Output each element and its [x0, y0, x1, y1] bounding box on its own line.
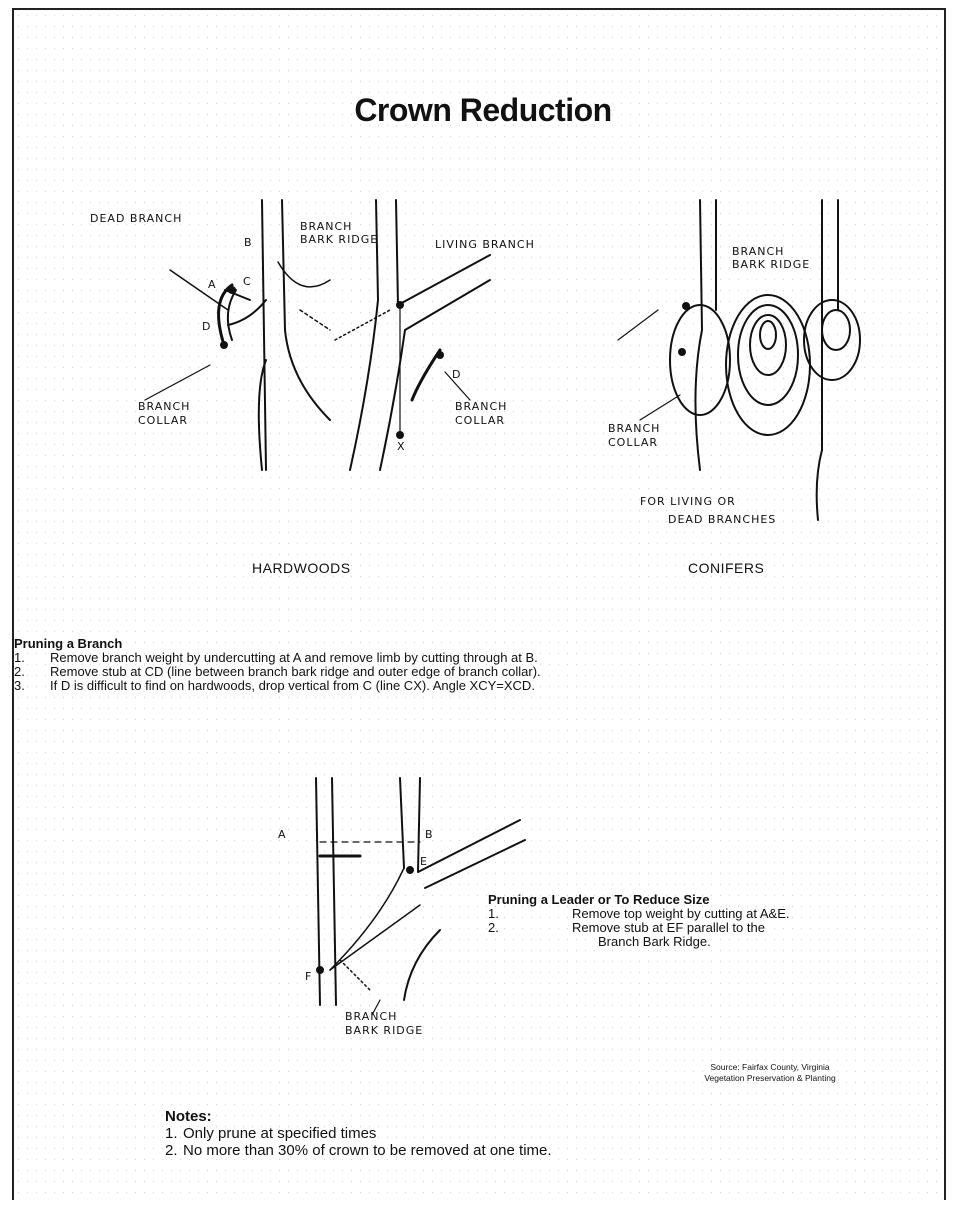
for-living-label: FOR LIVING OR: [640, 495, 736, 508]
list-item: 1.Remove branch weight by undercutting a…: [14, 651, 944, 665]
list-item: 1.Remove top weight by cutting at A&E.: [488, 907, 948, 921]
pruning-branch-section: Pruning a Branch 1.Remove branch weight …: [14, 637, 944, 693]
living-branch-label: LIVING BRANCH: [435, 238, 535, 251]
conifer-branch-bark-ridge-label: BRANCH BARK RIDGE: [732, 245, 812, 271]
branch-collar-label: BRANCH COLLAR: [138, 400, 218, 428]
list-item: 1.Only prune at specified times: [165, 1125, 805, 1142]
point-c: C: [243, 275, 252, 288]
leader-point-e: E: [420, 855, 428, 868]
point-d-living: D: [452, 368, 461, 381]
point-a: A: [208, 278, 217, 291]
point-x: X: [397, 440, 406, 453]
source-credit: Source: Fairfax County, Virginia Vegetat…: [670, 1062, 870, 1084]
pruning-branch-heading: Pruning a Branch: [14, 636, 122, 651]
dead-branch-label: DEAD BRANCH: [90, 212, 182, 225]
list-item: 3.If D is difficult to find on hardwoods…: [14, 679, 944, 693]
leader-branch-bark-ridge-label: BRANCH BARK RIDGE: [345, 1010, 435, 1038]
leader-point-b: B: [425, 828, 434, 841]
dead-branches-label: DEAD BRANCHES: [668, 513, 776, 526]
notes-heading: Notes:: [165, 1108, 212, 1125]
list-item: 2.Remove stub at EF parallel to the: [488, 921, 948, 935]
conifer-branch-collar-label: BRANCH COLLAR: [608, 422, 688, 450]
list-item: 2.No more than 30% of crown to be remove…: [165, 1142, 805, 1159]
branch-bark-ridge-label: BRANCH BARK RIDGE: [300, 220, 380, 246]
pruning-leader-section: Pruning a Leader or To Reduce Size 1.Rem…: [488, 893, 948, 949]
pruning-leader-cont: Branch Bark Ridge.: [488, 935, 948, 949]
leader-point-a: A: [278, 828, 287, 841]
branch-collar-label-2: BRANCH COLLAR: [455, 400, 535, 428]
point-d: D: [202, 320, 211, 333]
leader-point-f: F: [305, 970, 312, 983]
notes-section: Notes: 1.Only prune at specified times 2…: [165, 1108, 805, 1159]
list-item: 2.Remove stub at CD (line between branch…: [14, 665, 944, 679]
point-b: B: [244, 236, 253, 249]
hardwoods-caption: HARDWOODS: [252, 560, 351, 576]
pruning-leader-heading: Pruning a Leader or To Reduce Size: [488, 892, 710, 907]
conifers-caption: CONIFERS: [688, 560, 764, 576]
